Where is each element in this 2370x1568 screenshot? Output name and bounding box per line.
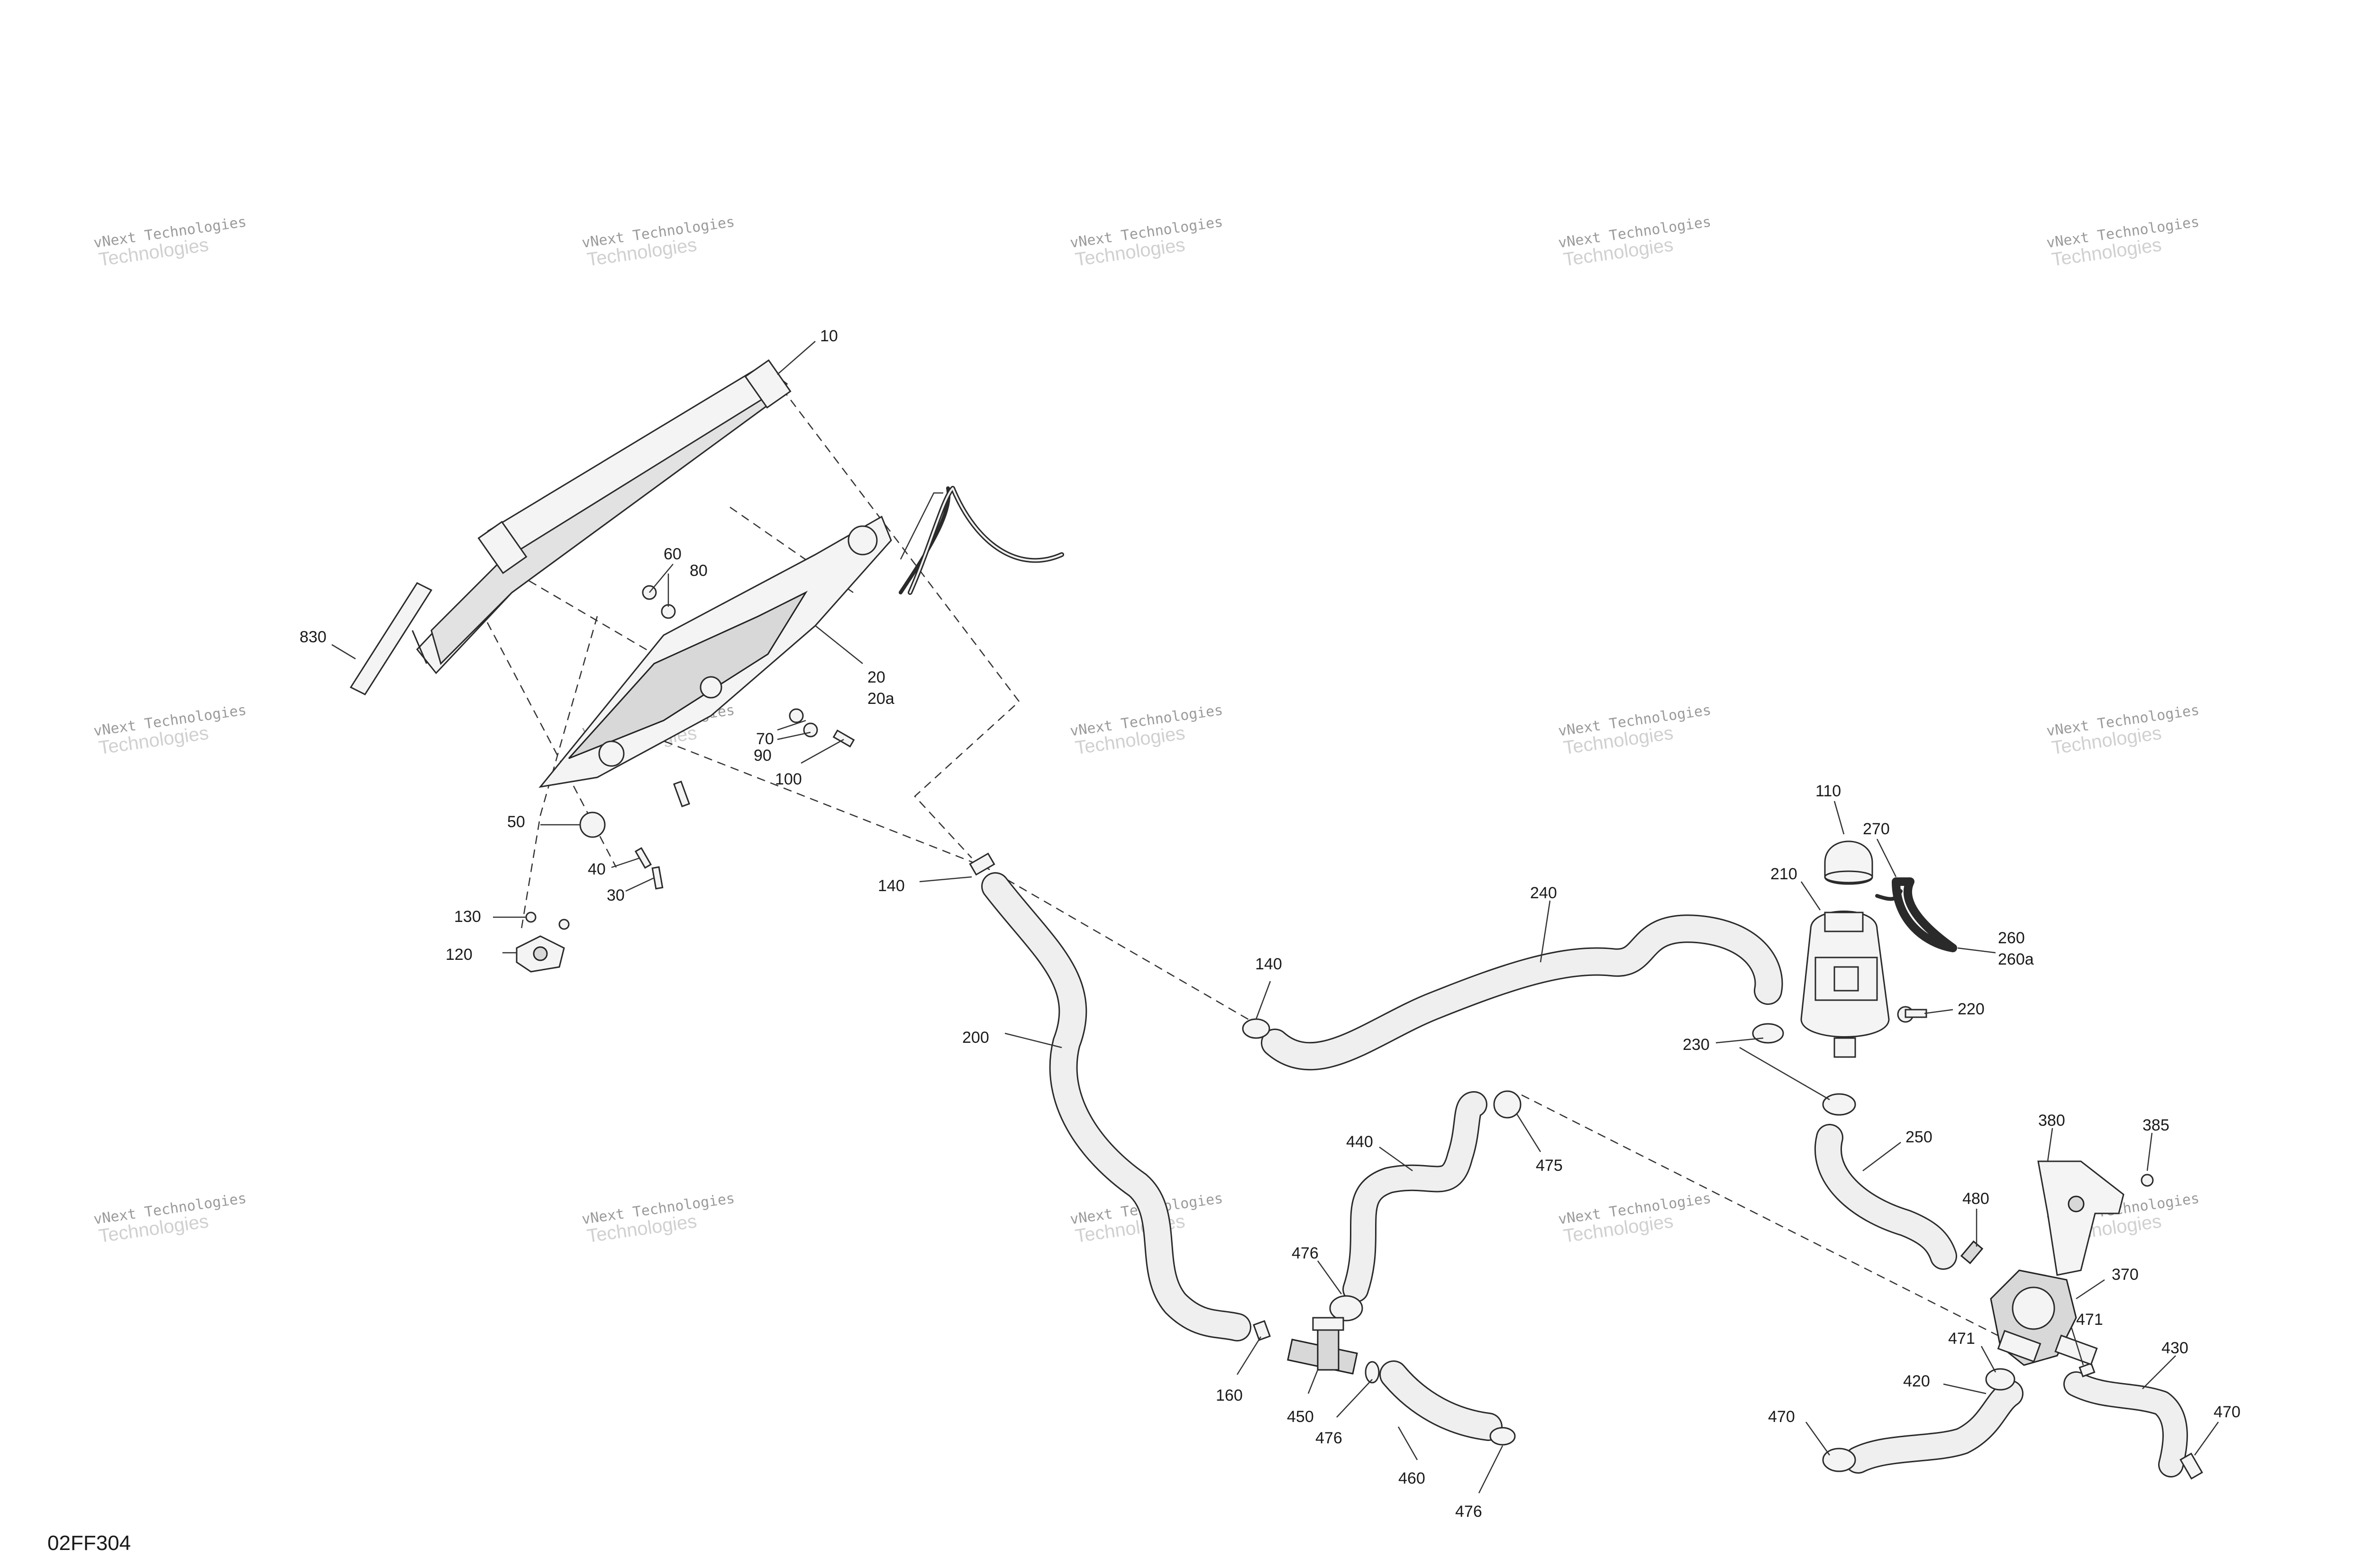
- callout-100: 100: [775, 770, 802, 788]
- callout-370: 370: [2112, 1266, 2139, 1284]
- seal-strip: [349, 582, 433, 695]
- callout-471-left: 471: [1948, 1330, 1975, 1348]
- callout-470-left: 470: [1768, 1408, 1795, 1426]
- callout-160: 160: [1216, 1386, 1243, 1404]
- callout-70: 70: [756, 730, 774, 748]
- callout-140-lower: 140: [1255, 955, 1282, 973]
- callout-470-right: 470: [2214, 1403, 2241, 1421]
- callout-385: 385: [2142, 1116, 2169, 1134]
- thermostat-bracket: [2037, 1160, 2154, 1276]
- callout-240: 240: [1530, 884, 1557, 902]
- callout-270: 270: [1863, 820, 1890, 838]
- thermostat-housing: [1960, 1240, 2098, 1366]
- callout-90: 90: [754, 747, 772, 765]
- callout-130: 130: [454, 908, 481, 926]
- callout-440: 440: [1346, 1133, 1373, 1151]
- assembly-guide-lines: [473, 388, 2001, 1338]
- callout-60: 60: [664, 545, 682, 563]
- callout-10: 10: [820, 327, 838, 345]
- callout-830: 830: [300, 628, 327, 646]
- callout-260: 260: [1998, 929, 2025, 947]
- callout-140-upper: 140: [878, 877, 905, 895]
- coolant-reservoir: [1800, 911, 1914, 1058]
- callout-450: 450: [1287, 1408, 1314, 1426]
- callout-476-middle: 476: [1315, 1429, 1342, 1447]
- callout-210: 210: [1770, 865, 1797, 883]
- callout-200: 200: [962, 1029, 989, 1047]
- callout-476-lower: 476: [1455, 1503, 1482, 1521]
- callout-250: 250: [1905, 1128, 1932, 1146]
- callout-80: 80: [690, 562, 708, 580]
- callout-460: 460: [1398, 1469, 1425, 1487]
- callout-480: 480: [1962, 1190, 1989, 1208]
- callout-20a: 20a: [867, 690, 894, 708]
- fasteners: [525, 585, 855, 930]
- callout-50: 50: [507, 813, 525, 831]
- callout-layer: [331, 341, 2219, 1494]
- callout-40: 40: [588, 860, 606, 878]
- callout-110: 110: [1815, 782, 1841, 800]
- callout-430: 430: [2161, 1339, 2188, 1357]
- callout-471-right: 471: [2076, 1311, 2103, 1329]
- reservoir-cap: [1824, 840, 1873, 885]
- callout-380: 380: [2038, 1112, 2065, 1130]
- callout-260a: 260a: [1998, 950, 2034, 968]
- callout-420: 420: [1903, 1372, 1930, 1390]
- callout-475: 475: [1536, 1157, 1563, 1175]
- callout-220: 220: [1958, 1000, 1985, 1018]
- support-rod: [908, 486, 1064, 595]
- callout-labels: 10 830 60 80 20 20a 70 90 100 50 40 30 1…: [300, 327, 2241, 1521]
- reference-code: 02FF304: [47, 1532, 131, 1555]
- callout-230: 230: [1683, 1036, 1710, 1054]
- callout-120: 120: [446, 946, 473, 964]
- callout-30: 30: [607, 886, 625, 904]
- hoses: [981, 872, 2188, 1477]
- mounting-plate: [516, 935, 565, 973]
- callout-476-upper: 476: [1292, 1244, 1319, 1262]
- screw-220: [1905, 1009, 1927, 1018]
- clamps: [969, 852, 2203, 1480]
- radiator: [411, 359, 792, 675]
- callout-20: 20: [867, 668, 885, 686]
- fan-shroud-bracket: [538, 486, 951, 788]
- t-fitting: [1287, 1317, 1358, 1375]
